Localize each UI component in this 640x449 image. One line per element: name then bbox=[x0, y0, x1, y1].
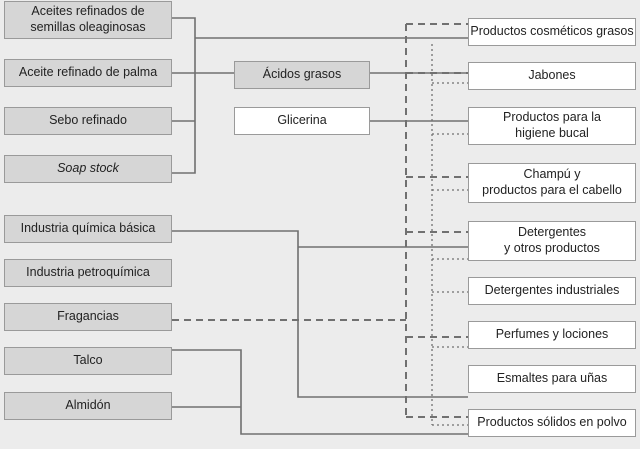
source-almidon: Almidón bbox=[4, 392, 172, 420]
source-industria-quimica-basica: Industria química básica bbox=[4, 215, 172, 243]
solid-connector bbox=[172, 230, 468, 398]
solid-connector bbox=[172, 349, 468, 435]
source-aceite-palma: Aceite refinado de palma bbox=[4, 59, 172, 87]
source-aceites-semillas: Aceites refinados de semillas oleaginosa… bbox=[4, 1, 172, 39]
output-higiene-bucal: Productos para la higiene bucal bbox=[468, 107, 636, 145]
output-perfumes-lociones: Perfumes y lociones bbox=[468, 321, 636, 349]
source-sebo-refinado: Sebo refinado bbox=[4, 107, 172, 135]
output-esmaltes-unas: Esmaltes para uñas bbox=[468, 365, 636, 393]
solid-connector bbox=[172, 17, 196, 174]
output-solidos-polvo: Productos sólidos en polvo bbox=[468, 409, 636, 437]
source-soap-stock: Soap stock bbox=[4, 155, 172, 183]
intermediate-glicerina: Glicerina bbox=[234, 107, 370, 135]
source-talco: Talco bbox=[4, 347, 172, 375]
output-detergentes-industriales: Detergentes industriales bbox=[468, 277, 636, 305]
output-jabones: Jabones bbox=[468, 62, 636, 90]
output-detergentes-otros: Detergentes y otros productos bbox=[468, 221, 636, 261]
output-cosmeticos-grasos: Productos cosméticos grasos bbox=[468, 18, 636, 46]
output-champu-cabello: Champú y productos para el cabello bbox=[468, 163, 636, 203]
intermediate-acidos-grasos: Ácidos grasos bbox=[234, 61, 370, 89]
source-fragancias: Fragancias bbox=[4, 303, 172, 331]
source-industria-petroquimica: Industria petroquímica bbox=[4, 259, 172, 287]
